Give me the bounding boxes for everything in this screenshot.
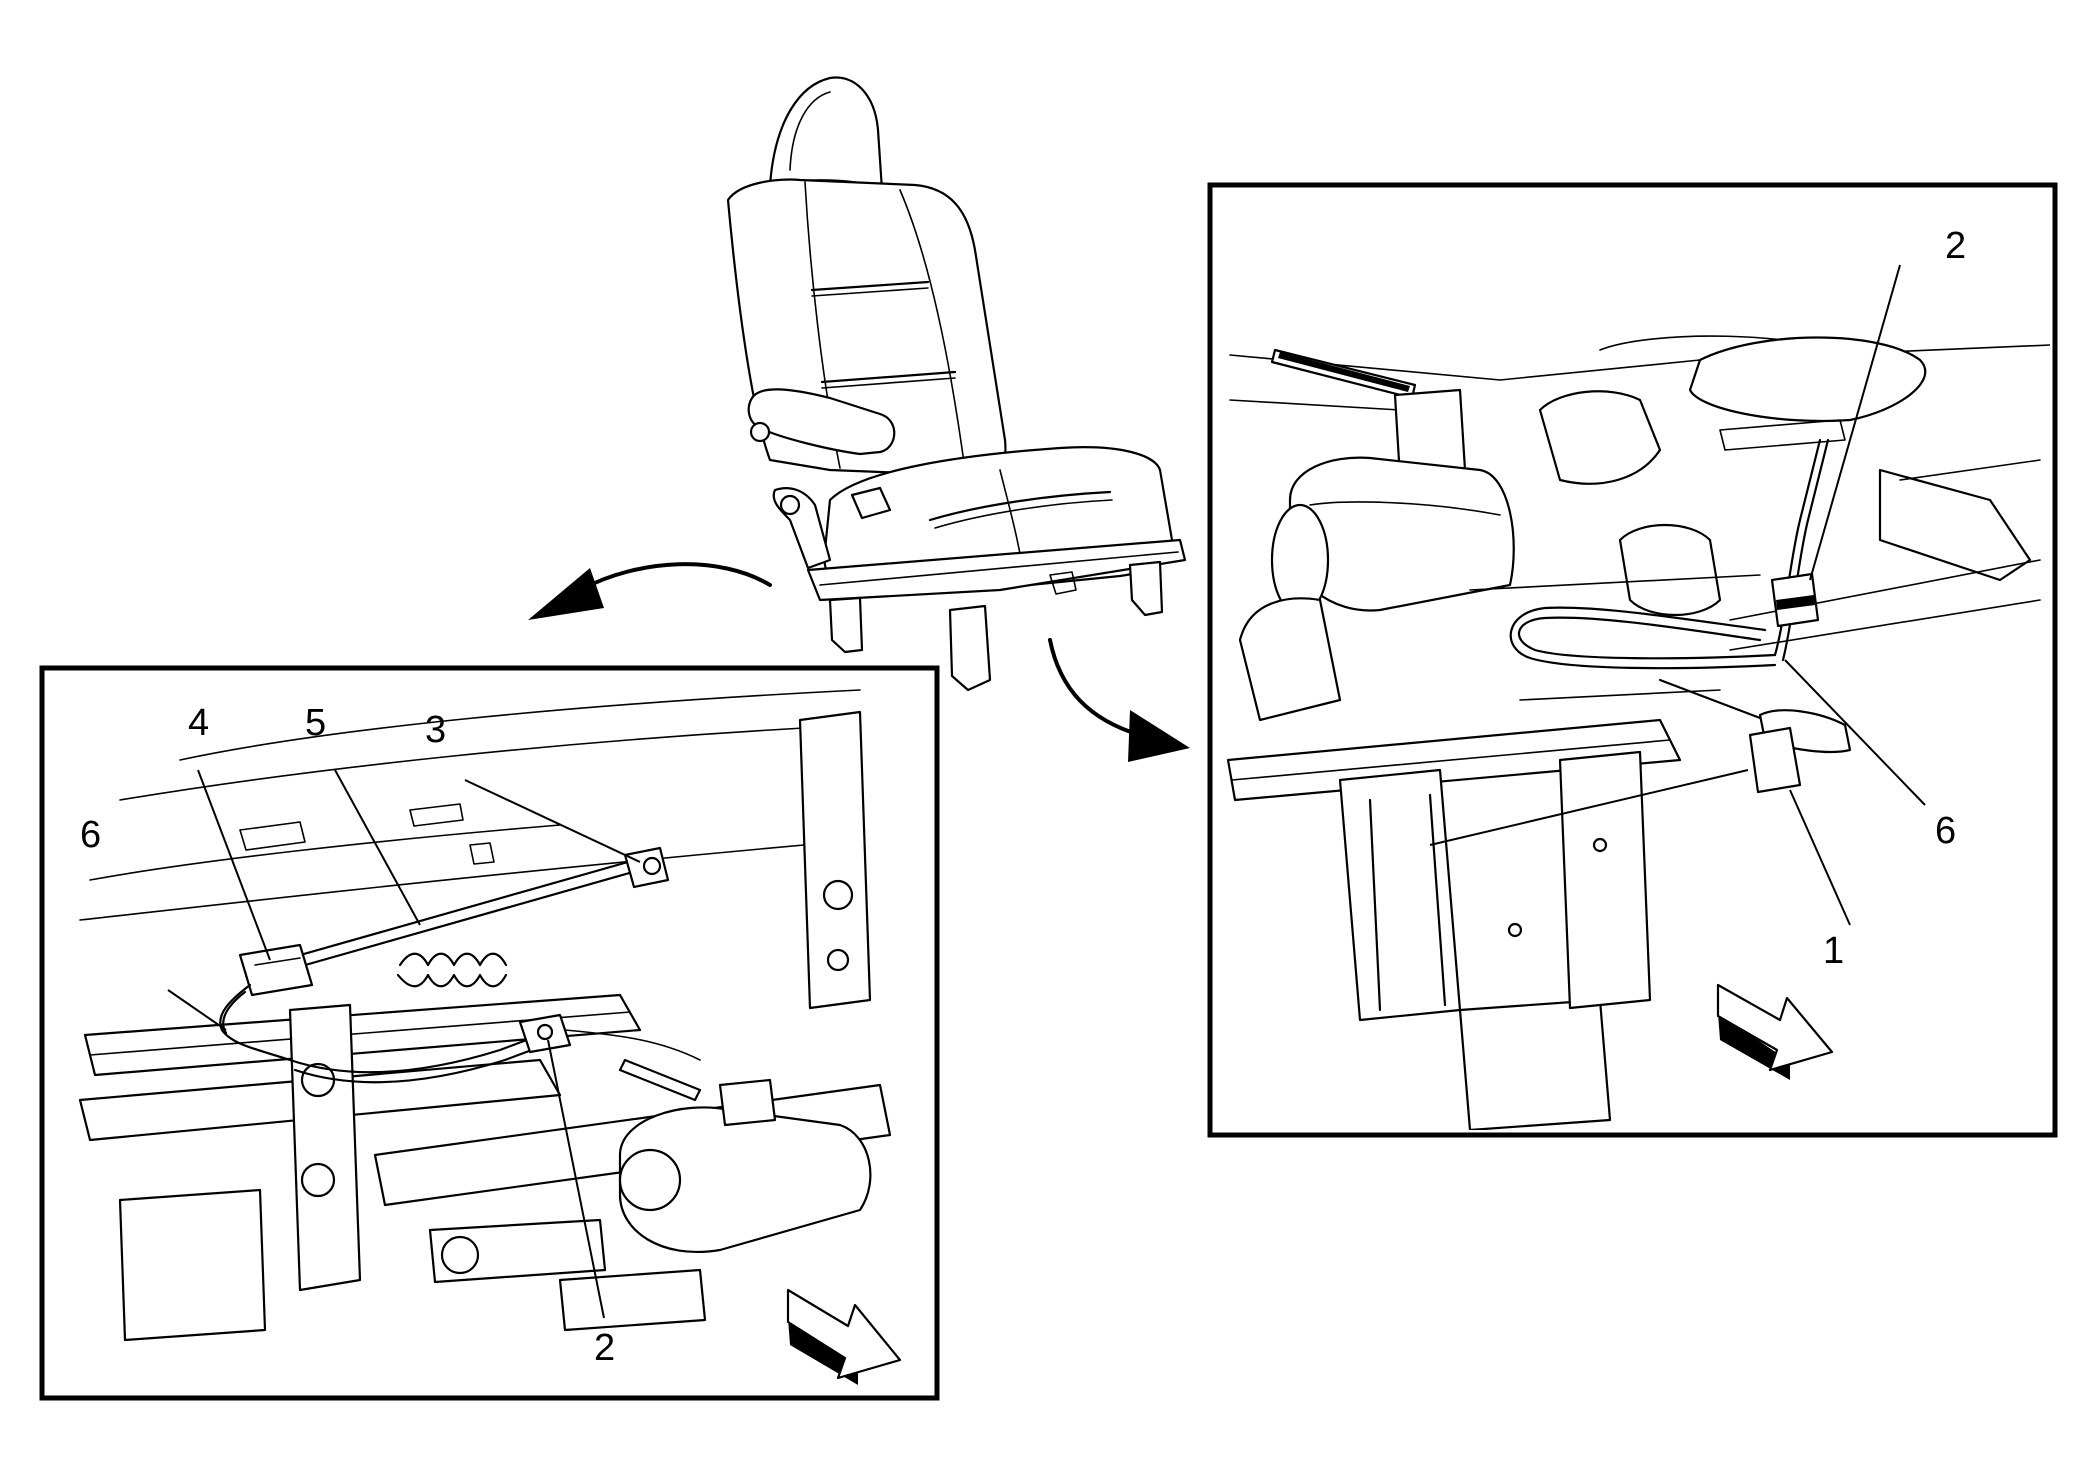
leader-line [197, 769, 271, 961]
callout-6: 6 [80, 814, 101, 856]
right-detail-panel: 2 6 1 [1207, 182, 2058, 1138]
leader-line [334, 769, 421, 926]
forward-direction-arrow-icon [1716, 983, 1834, 1080]
forward-direction-arrow-icon [786, 1288, 902, 1385]
curved-pointer-arrow-icon [528, 562, 772, 620]
seat-overview-illustration [726, 76, 1187, 692]
leader-line [1429, 769, 1749, 846]
leader-line [464, 779, 641, 863]
leader-line [1784, 659, 1926, 806]
callout-5: 5 [305, 702, 326, 744]
callout-1: 1 [1823, 930, 1844, 972]
leader-line [167, 989, 227, 1031]
leader-line [1809, 264, 1901, 581]
callout-6: 6 [1935, 810, 1956, 852]
leader-line [547, 1039, 605, 1319]
callout-3: 3 [425, 709, 446, 751]
left-detail-panel: 6 4 5 3 2 [39, 665, 940, 1401]
callout-2: 2 [594, 1327, 615, 1369]
callout-4: 4 [188, 702, 209, 744]
leader-line [1789, 789, 1851, 926]
curved-pointer-arrow-icon [1048, 638, 1190, 762]
callout-2: 2 [1945, 225, 1966, 267]
